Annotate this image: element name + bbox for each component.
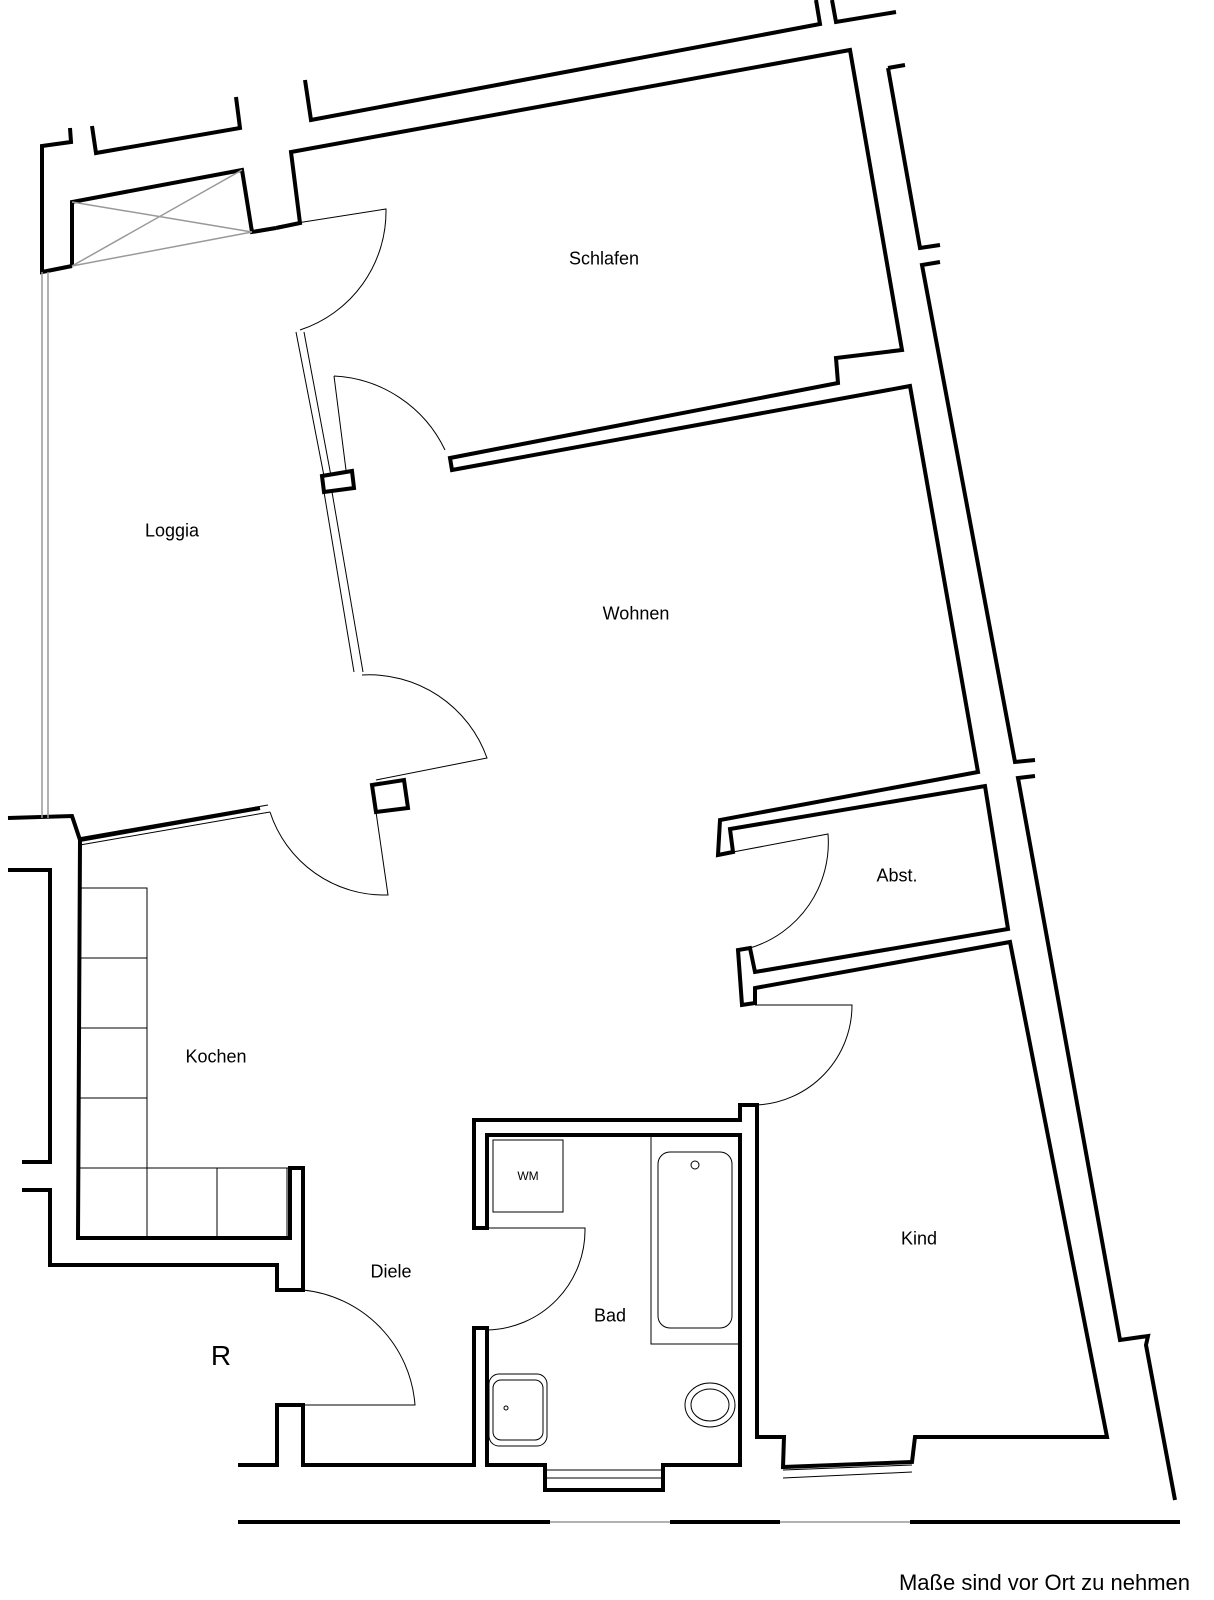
room-label-kochen: Kochen bbox=[185, 1046, 247, 1067]
dimension-note: Maße sind vor Ort zu nehmen bbox=[898, 1570, 1190, 1595]
washing-machine-label: WM bbox=[517, 1169, 539, 1183]
room-label-loggia: Loggia bbox=[144, 520, 200, 541]
room-label-diele: Diele bbox=[370, 1261, 412, 1282]
room-label-schlafen: Schlafen bbox=[568, 248, 640, 269]
walls bbox=[7, 0, 1180, 1524]
marker-label: R bbox=[210, 1340, 232, 1371]
room-label-bad: Bad bbox=[593, 1305, 627, 1326]
thin-lines bbox=[41, 169, 913, 1523]
washing-machine bbox=[492, 1139, 564, 1213]
room-label-kind: Kind bbox=[900, 1228, 938, 1249]
room-label-wohnen: Wohnen bbox=[602, 603, 670, 624]
room-label-abst: Abst. bbox=[876, 865, 918, 886]
